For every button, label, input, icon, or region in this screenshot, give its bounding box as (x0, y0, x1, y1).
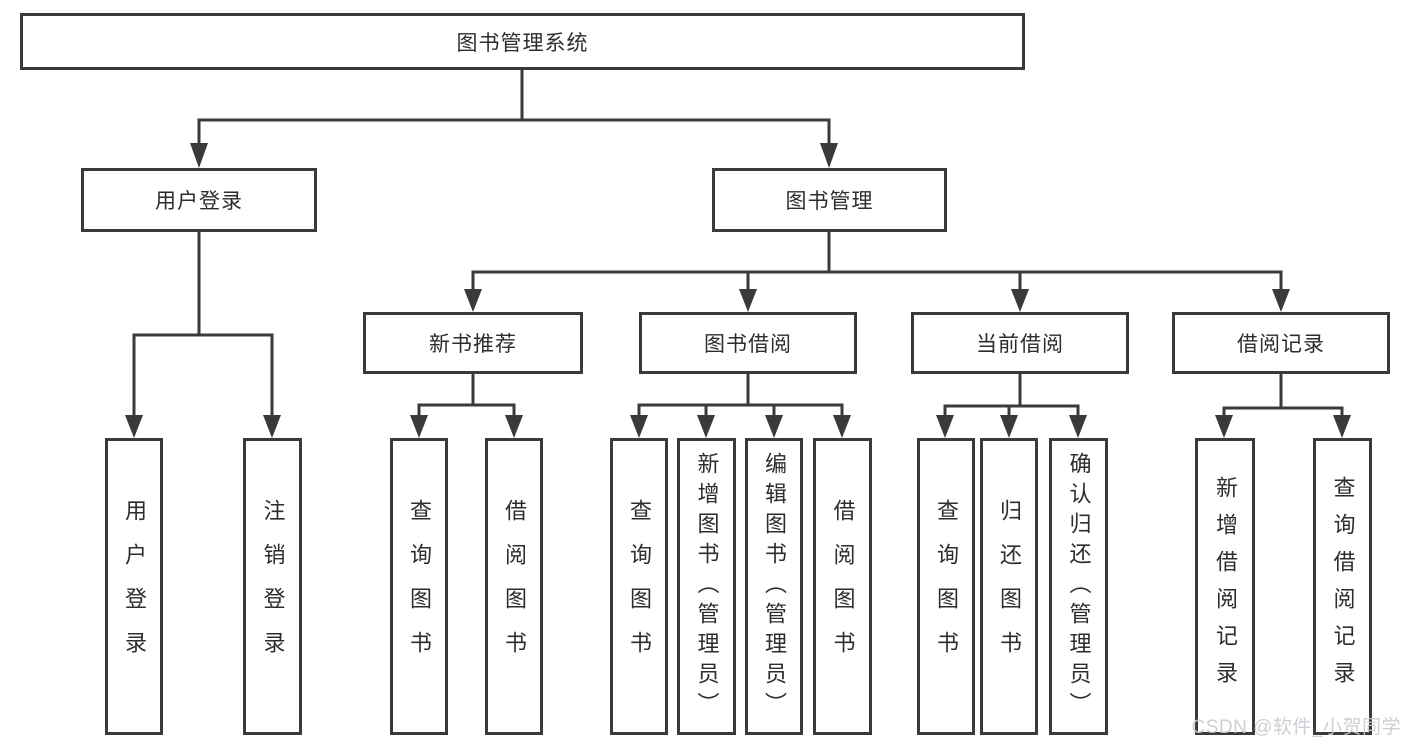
node-user-login: 用户登录 (81, 168, 317, 232)
node-book-management: 图书管理 (712, 168, 947, 232)
leaf-user-login: 用户登录 (105, 438, 163, 735)
node-current-borrowing: 当前借阅 (911, 312, 1129, 374)
node-borrowing-records: 借阅记录 (1172, 312, 1390, 374)
node-new-book-recommend: 新书推荐 (363, 312, 583, 374)
leaf-confirm-return-admin-label: 确认归还（管理员） (1066, 451, 1092, 722)
node-book-borrowing: 图书借阅 (639, 312, 857, 374)
leaf-edit-book-admin-label: 编辑图书（管理员） (762, 451, 787, 722)
leaf-borrow-books-recommend-label: 借阅图书 (502, 498, 527, 675)
leaf-query-borrow-record: 查询借阅记录 (1313, 438, 1372, 735)
arrowheads (125, 143, 1351, 438)
node-library-system-label: 图书管理系统 (456, 31, 589, 55)
node-current-borrowing-label: 当前借阅 (976, 333, 1064, 356)
leaf-query-books-recommend: 查询图书 (390, 438, 448, 735)
leaf-return-book-label: 归还图书 (997, 498, 1022, 675)
leaf-edit-book-admin: 编辑图书（管理员） (745, 438, 803, 735)
node-borrowing-records-label: 借阅记录 (1237, 333, 1325, 356)
leaf-query-books-current-label: 查询图书 (934, 498, 959, 675)
leaf-query-borrow-record-label: 查询借阅记录 (1330, 475, 1356, 698)
leaf-logout-label: 注销登录 (260, 498, 286, 675)
node-user-login-label: 用户登录 (155, 190, 243, 213)
leaf-add-book-admin: 新增图书（管理员） (677, 438, 736, 735)
leaf-user-login-label: 用户登录 (122, 498, 147, 675)
leaf-add-borrow-record-label: 新增借阅记录 (1213, 475, 1238, 698)
leaf-borrow-book-label: 借阅图书 (830, 498, 856, 675)
leaf-borrow-books-recommend: 借阅图书 (485, 438, 543, 735)
leaf-return-book: 归还图书 (980, 438, 1038, 735)
leaf-query-books-recommend-label: 查询图书 (407, 498, 432, 675)
node-library-system: 图书管理系统 (20, 13, 1025, 70)
leaf-logout: 注销登录 (243, 438, 302, 735)
node-book-borrowing-label: 图书借阅 (704, 333, 792, 356)
node-new-book-recommend-label: 新书推荐 (429, 333, 517, 356)
leaf-query-books-borrowing-label: 查询图书 (627, 498, 652, 675)
leaf-query-books-current: 查询图书 (917, 438, 975, 735)
leaf-add-borrow-record: 新增借阅记录 (1195, 438, 1255, 735)
leaf-query-books-borrowing: 查询图书 (610, 438, 668, 735)
leaf-confirm-return-admin: 确认归还（管理员） (1049, 438, 1108, 735)
leaf-add-book-admin-label: 新增图书（管理员） (694, 451, 720, 722)
leaf-borrow-book: 借阅图书 (813, 438, 872, 735)
csdn-watermark: CSDN @软件_小贺同学 (1191, 717, 1401, 738)
node-book-management-label: 图书管理 (785, 190, 874, 213)
